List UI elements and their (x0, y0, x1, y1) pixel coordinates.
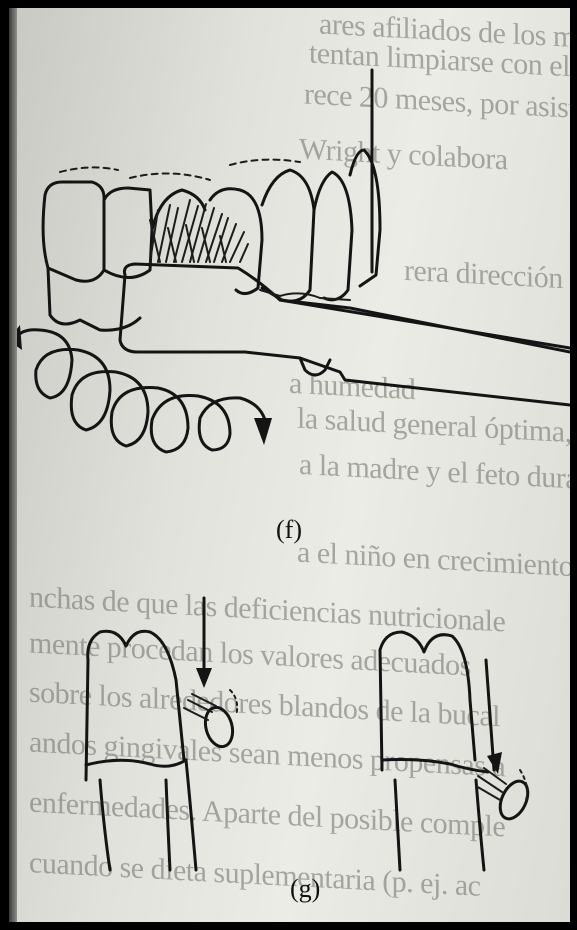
book-page-photo: ares afiliados de los molares tentan lim… (9, 8, 570, 922)
figure-g-caption: (g) (290, 874, 320, 904)
figure-f-caption: (f) (276, 515, 302, 545)
page-binding-shadow (9, 8, 17, 922)
tooth-angle-illustration (9, 8, 570, 922)
